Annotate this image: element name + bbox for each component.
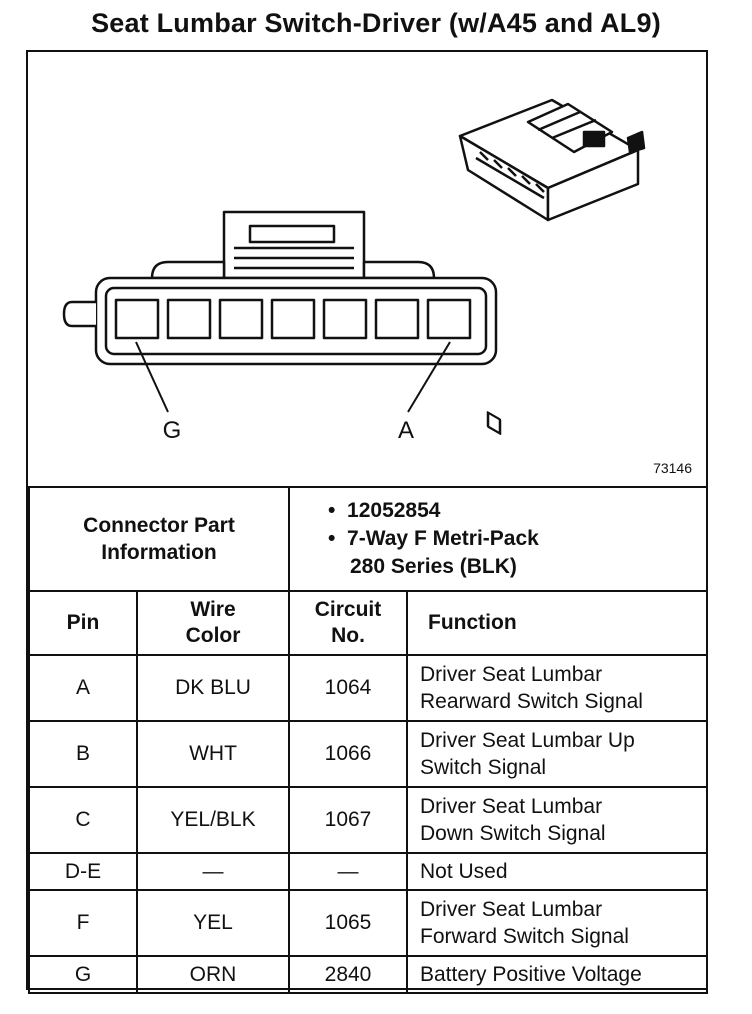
connector-info-row: Connector Part Information • 12052854 • …	[28, 486, 708, 592]
pin-cell: D-E	[28, 852, 138, 891]
circuit-cell: —	[288, 852, 408, 891]
connector-description-2: 280 Series (BLK)	[350, 555, 517, 578]
function-cell: Battery Positive Voltage	[406, 955, 708, 994]
function-line-1: Battery Positive Voltage	[420, 963, 642, 986]
wire-color-cell: ORN	[136, 955, 290, 994]
wire-color-cell: YEL/BLK	[136, 786, 290, 854]
circuit-cell: 1064	[288, 654, 408, 722]
function-cell: Not Used	[406, 852, 708, 891]
description-line: • 7-Way F Metri-Pack	[328, 527, 539, 550]
function-line-1: Driver Seat Lumbar	[420, 663, 603, 686]
circuit-cell: 1067	[288, 786, 408, 854]
function-line-2: Forward Switch Signal	[420, 925, 629, 948]
wire-color-cell: WHT	[136, 720, 290, 788]
table-row: D-E — — Not Used	[28, 852, 708, 891]
figure-number: 73146	[653, 460, 692, 476]
table-header-row: Pin Wire Color Circuit No. Function	[28, 590, 708, 656]
connector-diagram: G A 73146	[28, 52, 706, 488]
pin-cell: B	[28, 720, 138, 788]
part-number-line: • 12052854	[328, 499, 441, 522]
connector-info-label: Connector Part Information	[28, 486, 290, 592]
pin-label-g: G	[163, 417, 182, 444]
header-function: Function	[406, 590, 708, 656]
function-line-1: Driver Seat Lumbar	[420, 795, 603, 818]
wire-color-cell: —	[136, 852, 290, 891]
connector-face	[62, 210, 498, 366]
header-pin: Pin	[28, 590, 138, 656]
pin-cell: F	[28, 889, 138, 957]
table-row: B WHT 1066 Driver Seat Lumbar Up Switch S…	[28, 720, 708, 788]
function-line-2: Rearward Switch Signal	[420, 690, 643, 713]
function-line-1: Not Used	[420, 860, 508, 883]
connector-info-label-text: Connector Part Information	[83, 514, 235, 564]
connector-sheet: G A 73146 Connector Part Information • 1…	[26, 50, 708, 994]
header-wire-color-text: Wire Color	[185, 598, 241, 647]
connector-drawing: G A	[62, 98, 646, 444]
leader-line-g	[135, 341, 169, 413]
header-wire-color: Wire Color	[136, 590, 290, 656]
page-title: Seat Lumbar Switch-Driver (w/A45 and AL9…	[91, 8, 661, 38]
function-cell: Driver Seat Lumbar Up Switch Signal	[406, 720, 708, 788]
connector-table: Connector Part Information • 12052854 • …	[28, 486, 708, 994]
table-row: G ORN 2840 Battery Positive Voltage	[28, 955, 708, 994]
circuit-cell: 1066	[288, 720, 408, 788]
wire-color-cell: DK BLU	[136, 654, 290, 722]
part-number: 12052854	[347, 499, 441, 522]
connector-description-1: 7-Way F Metri-Pack	[347, 527, 539, 550]
function-line-1: Driver Seat Lumbar Up	[420, 729, 635, 752]
pin-cell: G	[28, 955, 138, 994]
pin-cell: A	[28, 654, 138, 722]
function-line-2: Switch Signal	[420, 756, 547, 779]
pin-label-a: A	[398, 417, 414, 444]
connector-info-value: • 12052854 • 7-Way F Metri-Pack 280 Seri…	[288, 486, 708, 592]
isometric-connector-icon	[458, 98, 646, 435]
function-line-2: Down Switch Signal	[420, 822, 606, 845]
circuit-cell: 1065	[288, 889, 408, 957]
leader-line-a	[407, 341, 451, 413]
circuit-cell: 2840	[288, 955, 408, 994]
header-circuit: Circuit No.	[288, 590, 408, 656]
wire-color-cell: YEL	[136, 889, 290, 957]
function-line-1: Driver Seat Lumbar	[420, 898, 603, 921]
pin-cell: C	[28, 786, 138, 854]
header-circuit-text: Circuit No.	[314, 598, 382, 647]
